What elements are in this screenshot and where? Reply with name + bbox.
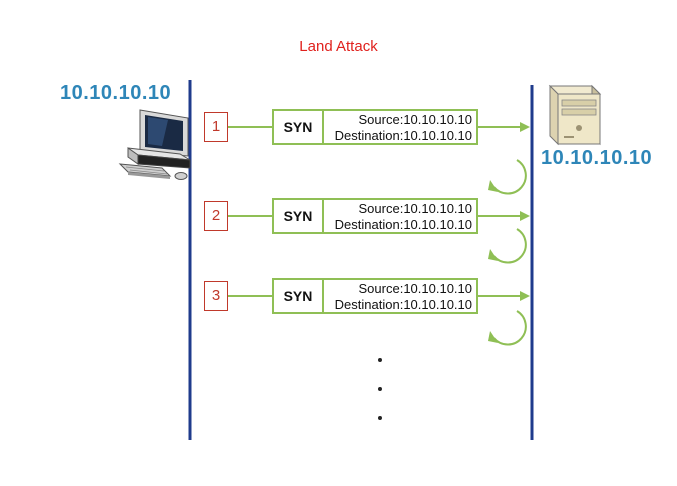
attacker-ip-label: 10.10.10.10 [60, 82, 172, 104]
step-number-2: 2 [204, 201, 228, 231]
step-number-1: 1 [204, 112, 228, 142]
ellipsis-dot [378, 416, 382, 420]
syn-packet-3: SYN Source:10.10.10.10 Destination:10.10… [272, 278, 478, 314]
destination-address: Destination:10.10.10.10 [334, 128, 472, 143]
ellipsis-dot [378, 387, 382, 391]
loop-arrow-icon [488, 228, 527, 264]
arrow-2 [478, 211, 530, 221]
loop-arrow-icon [488, 159, 527, 195]
destination-address: Destination:10.10.10.10 [334, 217, 472, 232]
victim-ip-label: 10.10.10.10 [541, 147, 653, 169]
packet-addresses: Source:10.10.10.10 Destination:10.10.10.… [324, 111, 476, 143]
server-tower-icon [548, 84, 602, 146]
source-address: Source:10.10.10.10 [358, 281, 472, 296]
diagram-title: Land Attack [299, 38, 378, 55]
syn-flag-label: SYN [274, 200, 324, 232]
source-address: Source:10.10.10.10 [358, 201, 472, 216]
syn-packet-2: SYN Source:10.10.10.10 Destination:10.10… [272, 198, 478, 234]
desktop-computer-icon [118, 109, 191, 180]
step-number-3: 3 [204, 281, 228, 311]
packet-addresses: Source:10.10.10.10 Destination:10.10.10.… [324, 280, 476, 312]
destination-address: Destination:10.10.10.10 [334, 297, 472, 312]
arrow-3 [478, 291, 530, 301]
syn-packet-1: SYN Source:10.10.10.10 Destination:10.10… [272, 109, 478, 145]
syn-flag-label: SYN [274, 111, 324, 143]
source-address: Source:10.10.10.10 [358, 112, 472, 127]
packet-addresses: Source:10.10.10.10 Destination:10.10.10.… [324, 200, 476, 232]
arrow-1 [478, 122, 530, 132]
ellipsis-dot [378, 358, 382, 362]
syn-flag-label: SYN [274, 280, 324, 312]
loop-arrow-icon [488, 310, 527, 346]
